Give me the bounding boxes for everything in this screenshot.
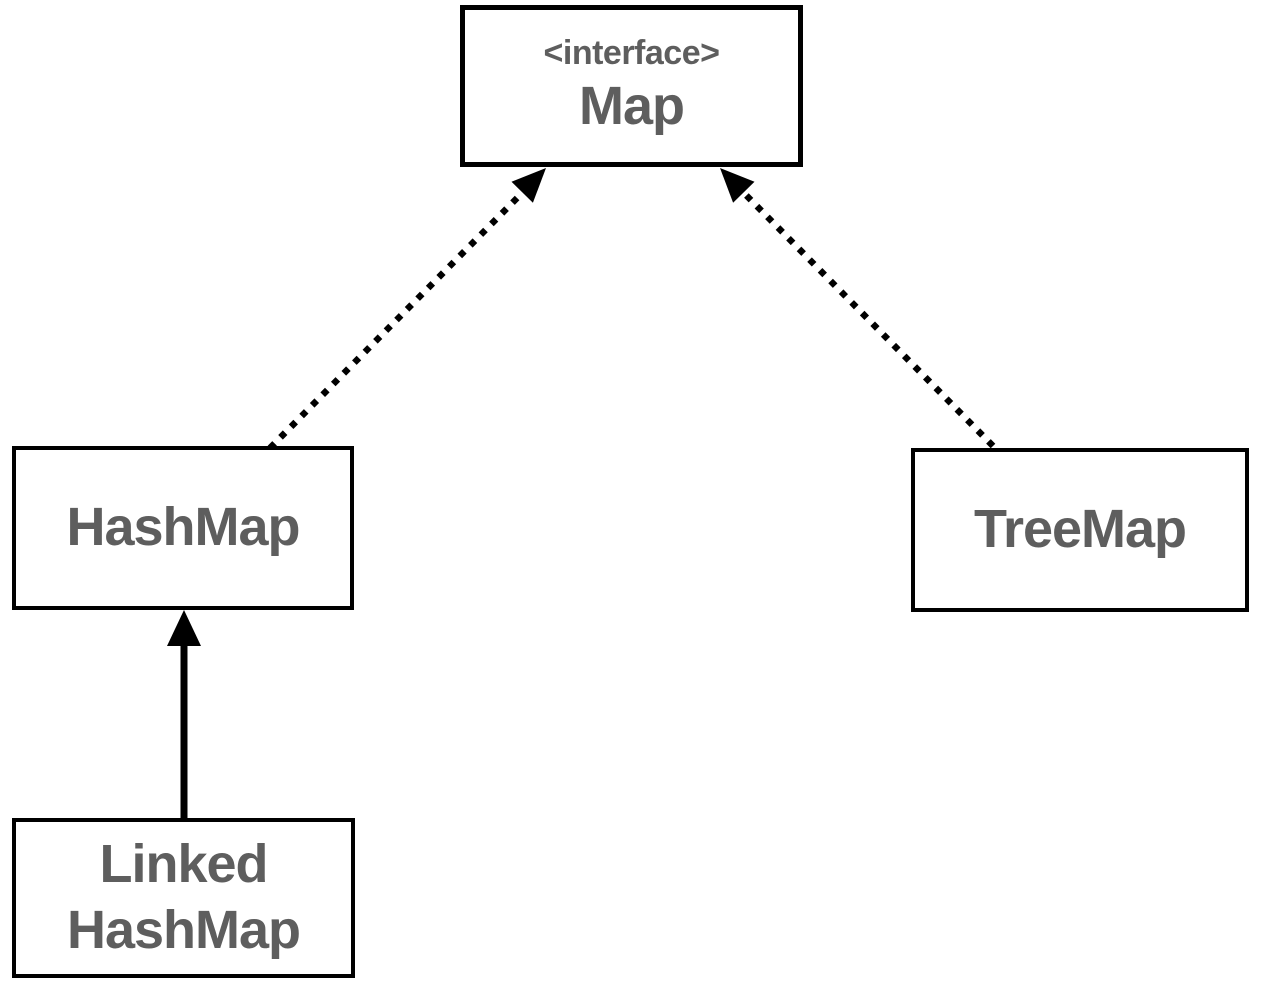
edge-hashmap-implements-map-line [267, 187, 528, 451]
node-hashmap: HashMap [12, 446, 354, 610]
edge-linkedhashmap-extends-hashmap [167, 610, 201, 818]
edge-linkedhashmap-extends-hashmap-arrowhead-icon [167, 610, 201, 646]
edge-treemap-implements-map-arrowhead-icon [720, 168, 755, 203]
edge-treemap-implements-map-line [738, 187, 996, 449]
node-map-interface: <interface> Map [460, 5, 803, 167]
edge-hashmap-implements-map-arrowhead-icon [511, 168, 546, 203]
map-label: Map [579, 76, 685, 137]
hashmap-label: HashMap [66, 497, 300, 558]
linkedhashmap-label: Linked HashMap [66, 834, 301, 960]
node-treemap: TreeMap [911, 448, 1249, 612]
node-linkedhashmap: Linked HashMap [12, 818, 355, 978]
edge-treemap-implements-map [720, 168, 996, 449]
map-stereotype-label: <interface> [543, 33, 720, 72]
treemap-label: TreeMap [973, 499, 1187, 560]
edge-hashmap-implements-map [267, 168, 546, 451]
